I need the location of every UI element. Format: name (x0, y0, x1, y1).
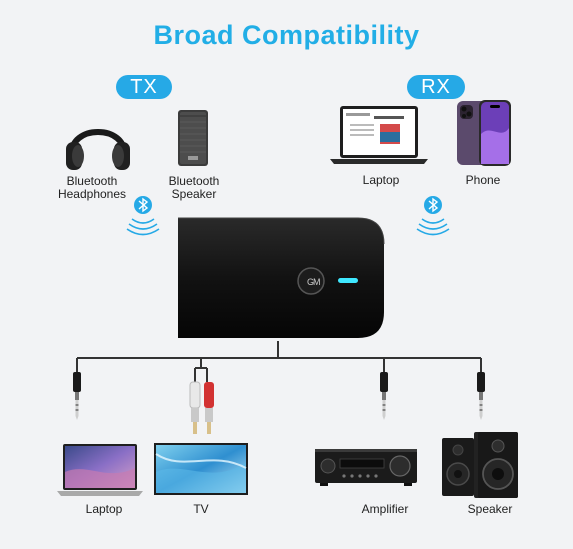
tv-label: TV (193, 502, 209, 516)
phone-icon (457, 100, 513, 168)
speaker-icon (440, 430, 522, 500)
headphones-label-line2: Headphones (57, 187, 127, 201)
speaker-label-line2: Speaker (171, 187, 217, 201)
bottom-speaker-label: Speaker (467, 502, 513, 516)
amplifier-label: Amplifier (361, 502, 409, 516)
tx-badge: TX (116, 75, 172, 99)
speaker-icon (176, 108, 210, 168)
audio-jack-icon (475, 370, 487, 422)
bluetooth-icon (416, 196, 450, 236)
audio-jack-icon (378, 370, 390, 422)
bluetooth-icon (126, 196, 160, 236)
speaker-label-line1: Bluetooth (168, 174, 220, 188)
laptop-icon (57, 442, 143, 498)
top-laptop-label: Laptop (362, 173, 400, 187)
headphones-label-line1: Bluetooth (66, 174, 118, 188)
rx-badge: RX (407, 75, 465, 99)
bluetooth-signal-left (126, 194, 160, 238)
headphones-icon (62, 112, 134, 172)
laptop-icon (330, 104, 428, 166)
phone-label: Phone (465, 173, 501, 187)
bluetooth-transmitter-device: G M (172, 216, 388, 342)
bluetooth-signal-right (416, 194, 450, 238)
svg-text:G: G (307, 277, 314, 287)
status-led (338, 278, 358, 283)
headphones-label: Bluetooth Headphones (52, 175, 132, 201)
amplifier-icon (314, 446, 418, 488)
bottom-laptop-label: Laptop (85, 502, 123, 516)
rca-plug-icon (188, 380, 216, 436)
mode-button[interactable] (297, 267, 325, 295)
page-title: Broad Compatibility (153, 20, 420, 50)
svg-text:M: M (313, 277, 321, 287)
audio-jack-icon (71, 370, 83, 422)
speaker-label: Bluetooth Speaker (156, 175, 232, 201)
tv-icon (153, 442, 249, 498)
